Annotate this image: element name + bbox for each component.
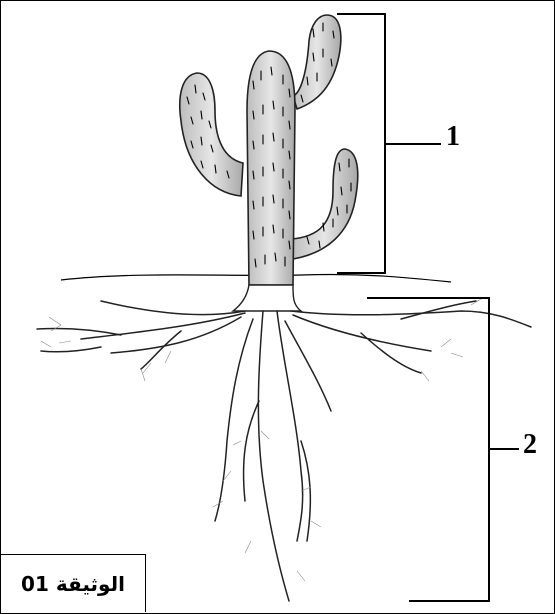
document-label-box: الوثيقة 01: [1, 554, 146, 612]
bracket-1: [337, 14, 441, 273]
document-label: الوثيقة 01: [21, 572, 125, 596]
label-part-1: 1: [446, 123, 460, 151]
label-part-2: 2: [523, 431, 537, 459]
cactus-stem: [180, 15, 358, 285]
root-collar: [233, 285, 301, 311]
